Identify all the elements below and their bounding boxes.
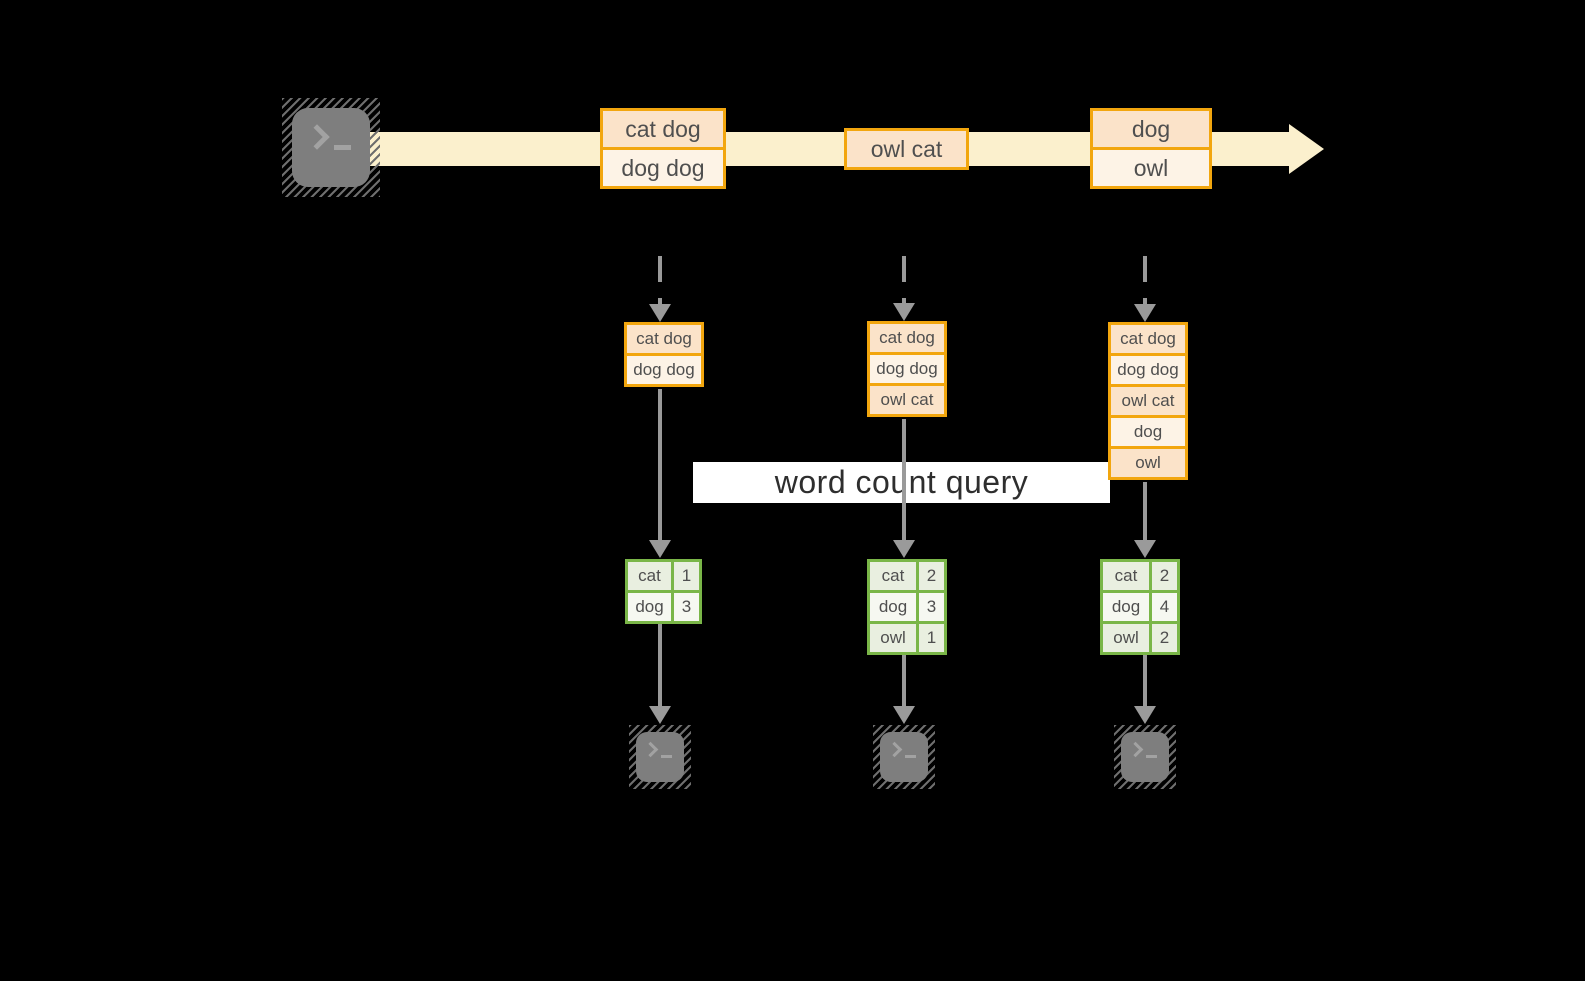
arrow-shaft	[1143, 256, 1147, 304]
terminal-prompt-icon	[886, 741, 916, 759]
arrow-shaft	[1143, 482, 1147, 540]
count-table-2: cat 2 dog 3 owl 1	[867, 559, 947, 655]
stream-event-box-3: dog owl	[1090, 108, 1212, 189]
table-row: owl 2	[1103, 624, 1177, 652]
arrowhead	[649, 540, 671, 558]
arrow-down-dashed-icon	[649, 256, 671, 322]
arrow-shaft	[902, 419, 906, 540]
arrowhead	[893, 540, 915, 558]
output-terminal-icon	[1114, 725, 1176, 789]
output-terminal-icon	[629, 725, 691, 789]
table-row: cat 2	[870, 562, 944, 590]
chevron-right-icon	[642, 741, 659, 758]
arrowhead	[893, 706, 915, 724]
terminal-screen	[1121, 732, 1169, 782]
cursor-underscore-icon	[661, 755, 672, 758]
buffer-stack-1: cat dog dog dog	[624, 322, 704, 387]
arrowhead	[1134, 706, 1156, 724]
word-cell: dog	[628, 593, 671, 621]
output-terminal-icon	[873, 725, 935, 789]
arrow-shaft	[658, 624, 662, 706]
table-row: dog 4	[1103, 593, 1177, 621]
table-row: cat 1	[628, 562, 699, 590]
terminal-screen	[292, 108, 370, 187]
word-cell: dog	[1103, 593, 1149, 621]
buffer-row: owl cat	[1111, 387, 1185, 415]
query-label: word count query	[774, 464, 1029, 500]
count-cell: 3	[919, 593, 944, 621]
chevron-right-icon	[304, 124, 330, 150]
arrowhead	[649, 304, 671, 322]
buffer-row: dog dog	[870, 355, 944, 383]
count-cell: 3	[674, 593, 699, 621]
source-terminal-icon	[282, 98, 380, 197]
count-cell: 2	[1152, 624, 1177, 652]
query-banner: word count query	[693, 462, 1110, 503]
arrowhead	[649, 706, 671, 724]
event-text: dog dog	[603, 150, 723, 186]
cursor-underscore-icon	[1146, 755, 1157, 758]
arrow-down-icon	[893, 419, 915, 558]
arrowhead	[1134, 304, 1156, 322]
buffer-stack-2: cat dog dog dog owl cat	[867, 321, 947, 417]
count-table-3: cat 2 dog 4 owl 2	[1100, 559, 1180, 655]
terminal-screen	[636, 732, 684, 782]
buffer-stack-3: cat dog dog dog owl cat dog owl	[1108, 322, 1188, 480]
chevron-right-icon	[1127, 741, 1144, 758]
buffer-row: owl	[1111, 449, 1185, 477]
buffer-row: dog	[1111, 418, 1185, 446]
count-cell: 4	[1152, 593, 1177, 621]
arrow-down-icon	[1134, 655, 1156, 724]
buffer-row: owl cat	[870, 386, 944, 414]
cursor-underscore-icon	[334, 145, 351, 150]
terminal-prompt-icon	[304, 124, 351, 152]
terminal-screen	[880, 732, 928, 782]
buffer-row: dog dog	[627, 356, 701, 384]
word-cell: owl	[870, 624, 916, 652]
table-row: dog 3	[870, 593, 944, 621]
buffer-row: cat dog	[1111, 325, 1185, 353]
arrow-right-icon	[1289, 124, 1324, 174]
stream-event-box-1: cat dog dog dog	[600, 108, 726, 189]
event-text: dog	[1093, 111, 1209, 147]
count-cell: 1	[674, 562, 699, 590]
buffer-row: dog dog	[1111, 356, 1185, 384]
arrow-down-icon	[649, 624, 671, 724]
arrowhead	[1134, 540, 1156, 558]
arrow-shaft	[1143, 655, 1147, 706]
arrow-down-dashed-icon	[1134, 256, 1156, 322]
terminal-prompt-icon	[642, 741, 672, 759]
terminal-prompt-icon	[1127, 741, 1157, 759]
count-cell: 2	[919, 562, 944, 590]
arrow-shaft	[658, 256, 662, 304]
event-text: owl	[1093, 150, 1209, 186]
word-cell: cat	[628, 562, 671, 590]
buffer-row: cat dog	[627, 325, 701, 353]
word-cell: dog	[870, 593, 916, 621]
arrow-down-dashed-icon	[893, 256, 915, 321]
table-row: dog 3	[628, 593, 699, 621]
buffer-row: cat dog	[870, 324, 944, 352]
arrow-down-icon	[893, 655, 915, 724]
arrow-shaft	[658, 389, 662, 540]
count-cell: 1	[919, 624, 944, 652]
event-text: owl cat	[847, 131, 966, 167]
event-text: cat dog	[603, 111, 723, 147]
arrowhead	[893, 303, 915, 321]
stream-event-box-2: owl cat	[844, 128, 969, 170]
arrow-shaft	[902, 256, 906, 303]
arrow-shaft	[902, 655, 906, 706]
table-row: cat 2	[1103, 562, 1177, 590]
table-row: owl 1	[870, 624, 944, 652]
chevron-right-icon	[886, 741, 903, 758]
count-table-1: cat 1 dog 3	[625, 559, 702, 624]
cursor-underscore-icon	[905, 755, 916, 758]
word-cell: cat	[870, 562, 916, 590]
arrow-down-icon	[1134, 482, 1156, 558]
arrow-down-icon	[649, 389, 671, 558]
word-cell: cat	[1103, 562, 1149, 590]
count-cell: 2	[1152, 562, 1177, 590]
word-cell: owl	[1103, 624, 1149, 652]
